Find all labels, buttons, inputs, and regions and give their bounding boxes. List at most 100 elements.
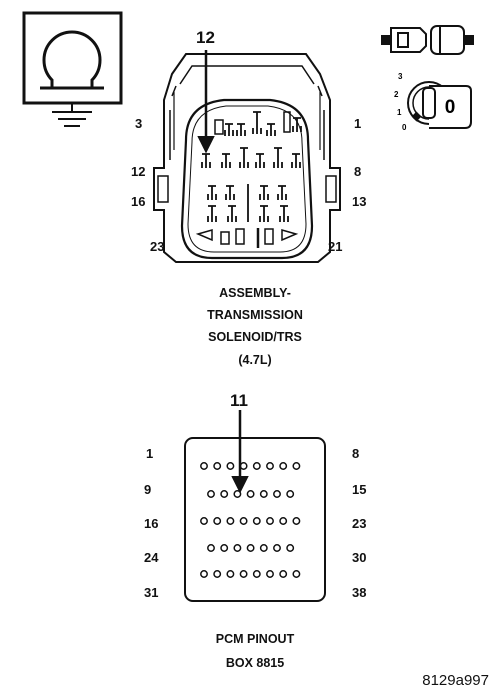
pcm-pin-hole <box>220 490 229 498</box>
pcm-pin-hole <box>252 570 261 578</box>
pcm-pin-hole <box>226 570 235 578</box>
pcm-pin-hole <box>252 517 261 525</box>
pcm-pin-hole <box>246 544 255 552</box>
ignition-key-off-icon: 3 2 1 0 0 <box>394 72 472 132</box>
pin-label-12: 12 <box>131 164 146 179</box>
connector-terminal <box>227 205 237 222</box>
ignition-pos-3: 3 <box>398 72 403 81</box>
connector-terminal <box>273 147 283 168</box>
connector-terminal <box>214 119 224 135</box>
pcm-pin-hole <box>266 570 274 578</box>
pcm-pin-hole <box>239 462 248 470</box>
pcm-pin-hole <box>226 517 235 525</box>
pcm-label-9: 9 <box>144 482 152 497</box>
connector-terminal <box>224 123 234 136</box>
pcm-pin-hole <box>213 570 222 578</box>
pcm-pin-hole <box>200 517 208 525</box>
terminal-row-middle <box>201 147 301 168</box>
pcm-label-24: 24 <box>144 550 159 565</box>
connector-terminal <box>252 111 262 134</box>
terminal-row-lower <box>207 184 289 222</box>
pcm-pin-hole <box>239 517 248 525</box>
pcm-pin-hole <box>273 544 281 552</box>
callout-11: 11 <box>230 391 248 410</box>
connector-terminal <box>266 123 276 136</box>
connector-terminal <box>221 153 231 168</box>
pcm-pin-hole <box>292 570 301 578</box>
pcm-label-16: 16 <box>144 516 159 531</box>
pcm-pin-hole <box>200 570 208 578</box>
caption-line-3: SOLENOID/TRS <box>208 330 302 344</box>
ignition-pos-0: 0 <box>402 123 407 132</box>
pin-label-3: 3 <box>135 116 143 131</box>
pcm-label-8: 8 <box>352 446 360 461</box>
pcm-pin-hole <box>207 544 215 552</box>
connector-terminal <box>259 205 269 222</box>
pcm-pin-hole <box>266 462 274 470</box>
connector-disconnect-icon <box>381 25 474 55</box>
pcm-pin-hole <box>286 544 295 552</box>
pcm-pin-hole <box>279 517 288 525</box>
connector-terminal <box>292 117 302 132</box>
figure-id: 8129a997 <box>422 672 489 689</box>
pcm-pin-hole <box>200 462 208 470</box>
pcm-pin-hole <box>266 517 274 525</box>
pcm-pin-hole <box>292 517 301 525</box>
pcm-pin-hole <box>279 570 288 578</box>
pcm-pin-hole <box>233 490 242 498</box>
caption-line-1: ASSEMBLY- <box>219 286 291 300</box>
pcm-pin-hole <box>220 544 229 552</box>
ignition-pos-2: 2 <box>394 90 399 99</box>
connector-terminal <box>291 153 301 168</box>
callout-12: 12 <box>196 28 215 47</box>
connector-terminal <box>239 147 249 168</box>
pcm-caption-line-1: PCM PINOUT <box>215 632 295 646</box>
ignition-key-label: 0 <box>445 97 456 118</box>
pcm-label-1: 1 <box>146 446 154 461</box>
connector-terminal <box>201 153 211 168</box>
connector-terminal <box>236 123 246 136</box>
caption-line-2: TRANSMISSION <box>207 308 303 322</box>
pcm-caption-line-2: BOX 8815 <box>225 656 285 670</box>
connector-terminal <box>207 185 217 200</box>
transmission-solenoid-connector <box>153 53 341 263</box>
pcm-pin-hole <box>226 462 235 470</box>
pin-label-13: 13 <box>352 194 367 209</box>
pcm-pin-hole <box>213 462 222 470</box>
pin-label-23: 23 <box>150 239 165 254</box>
connector-terminal <box>259 185 269 200</box>
ignition-pos-1: 1 <box>397 108 402 117</box>
pcm-label-23: 23 <box>352 516 367 531</box>
pcm-pin-hole <box>259 490 268 498</box>
connector-terminal <box>207 205 217 222</box>
pcm-pin-hole <box>292 462 301 470</box>
connector-terminal <box>255 153 265 168</box>
connector-terminal <box>277 185 287 200</box>
caption-line-4: (4.7L) <box>238 353 272 367</box>
pcm-pin-hole <box>252 462 261 470</box>
pcm-pin-hole <box>239 570 248 578</box>
pin-label-1: 1 <box>354 116 362 131</box>
connector-terminal <box>225 185 235 200</box>
pcm-pin-hole <box>286 490 295 498</box>
pcm-connector <box>184 437 326 602</box>
pcm-pin-hole <box>246 490 255 498</box>
pcm-pin-hole <box>259 544 268 552</box>
terminal-row-top <box>214 111 302 136</box>
ohmmeter-ground-icon <box>22 11 123 127</box>
connector-terminal <box>279 205 289 222</box>
pin-label-21: 21 <box>328 239 343 254</box>
pcm-label-30: 30 <box>352 550 367 565</box>
pcm-pin-hole <box>233 544 242 552</box>
pcm-pin-hole <box>273 490 281 498</box>
pcm-pin-hole <box>279 462 288 470</box>
pin-label-16: 16 <box>131 194 146 209</box>
pcm-label-15: 15 <box>352 482 367 497</box>
pcm-pin-hole <box>213 517 222 525</box>
pcm-pin-holes <box>200 462 301 578</box>
connector-terminal <box>283 111 291 133</box>
pcm-label-31: 31 <box>144 585 159 600</box>
pin-label-8: 8 <box>354 164 362 179</box>
pcm-pin-hole <box>207 490 215 498</box>
